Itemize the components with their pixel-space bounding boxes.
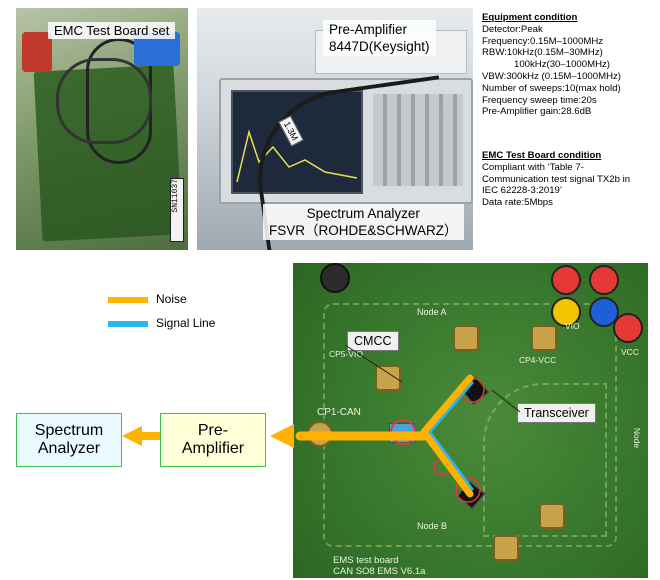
analyzer-label-line2: FSVR（ROHDE&SCHWARZ）: [269, 223, 458, 238]
black-post-image: [320, 263, 350, 293]
board-condition-line: IEC 62228-3:2019’: [482, 185, 563, 197]
signal-line: [428, 381, 475, 491]
equipment-line: RBW:10kHz(0.15M–30MHz): [482, 47, 603, 59]
preamp-box-line2: Amplifier: [181, 440, 245, 457]
arrow-to-spectrum: [122, 426, 142, 446]
equipment-line: Detector:Peak: [482, 23, 543, 35]
board-condition-line: Compliant with ‘Table 7-: [482, 161, 584, 173]
arrow-to-preamp: [270, 424, 294, 448]
red-post-image: [589, 265, 619, 295]
vcc-label: VCC: [621, 347, 639, 357]
board-condition: EMC Test Board condition Compliant with …: [482, 150, 658, 209]
board-footer-line1: EMS test board: [333, 555, 399, 566]
transceiver-leader-line: [491, 389, 521, 413]
board-layout-photo: Node A Node B VIO VCC CP1-CAN CP5-VIO CP…: [293, 263, 648, 578]
board-footer-line2: CAN SO8 EMS V6.1a: [333, 566, 426, 577]
preamp-box-line1: Pre-: [197, 422, 229, 439]
sma-connector-image: [531, 325, 557, 351]
board-condition-line: Communication test signal TX2b in: [482, 173, 631, 185]
preamp-photo-label: Pre-Amplifier 8447D(Keysight): [323, 20, 436, 56]
equipment-line: Pre-Amplifier gain:28.6dB: [482, 106, 592, 118]
spectrum-box-line2: Analyzer: [37, 440, 101, 457]
pre-amplifier-box: Pre- Amplifier: [160, 413, 266, 467]
red-connector-image: [22, 32, 52, 72]
transceiver-highlight-circle: [455, 477, 481, 503]
board-photo: EMC Test Board set SN11037: [16, 8, 188, 250]
cp1-can-label: CP1-CAN: [317, 407, 361, 418]
equipment-condition: Equipment condition Detector:Peak Freque…: [482, 12, 658, 118]
equipment-line: VBW:300kHz (0.15M–1000MHz): [482, 70, 621, 82]
analyzer-label-line1: Spectrum Analyzer: [306, 206, 420, 221]
analyzer-image: [219, 78, 473, 204]
analyzer-photo-label: Spectrum Analyzer FSVR（ROHDE&SCHWARZ）: [263, 204, 464, 240]
red-post-image: [613, 313, 643, 343]
spectrum-trace-image: [236, 129, 358, 183]
preamp-label-line1: Pre-Amplifier: [329, 22, 408, 37]
cmcc-leader-line: [344, 344, 403, 383]
noise-path: [295, 374, 474, 498]
noise-legend-label: Noise: [156, 292, 187, 306]
analyzer-photo: 1.3M Pre-Amplifier 8447D(Keysight) Spect…: [197, 8, 473, 250]
yellow-post-image: [551, 297, 581, 327]
board-condition-line: Data rate:5Mbps: [482, 197, 553, 209]
preamp-label-line2: 8447D(Keysight): [329, 39, 430, 54]
board-set-label: EMC Test Board set: [48, 22, 176, 39]
equipment-heading: Equipment condition: [482, 12, 578, 23]
cp5-vio-label: CP5-VIO: [329, 349, 364, 359]
equipment-line: Frequency:0.15M–1000MHz: [482, 35, 604, 47]
board-condition-heading: EMC Test Board condition: [482, 150, 602, 161]
vio-label: VIO: [565, 321, 580, 331]
equipment-line: Number of sweeps:10(max hold): [482, 82, 621, 94]
keypad-image: [373, 94, 463, 186]
equipment-line: Frequency sweep time:20s: [482, 94, 597, 106]
signal-legend-label: Signal Line: [156, 316, 216, 330]
sticker: SN11037: [170, 178, 184, 242]
cp4-vcc-label: CP4-VCC: [519, 355, 557, 365]
sma-connector-image: [493, 535, 519, 561]
sma-connector-image: [539, 503, 565, 529]
node-a-label: Node A: [417, 307, 447, 317]
equipment-line: 100kHz(30–1000MHz): [514, 59, 610, 71]
noise-legend-swatch: [108, 297, 148, 303]
transceiver-callout: Transceiver: [517, 403, 596, 423]
red-post-image: [551, 265, 581, 295]
sma-connector-image: [453, 325, 479, 351]
cmcc-callout: CMCC: [347, 331, 399, 351]
pcb-trace-image: [483, 383, 607, 537]
node-b-label: Node B: [417, 521, 448, 531]
cable-image: [56, 58, 152, 144]
spectrum-box-line1: Spectrum: [34, 422, 104, 439]
spectrum-analyzer-box: Spectrum Analyzer: [16, 413, 122, 467]
signal-legend-swatch: [108, 321, 148, 327]
